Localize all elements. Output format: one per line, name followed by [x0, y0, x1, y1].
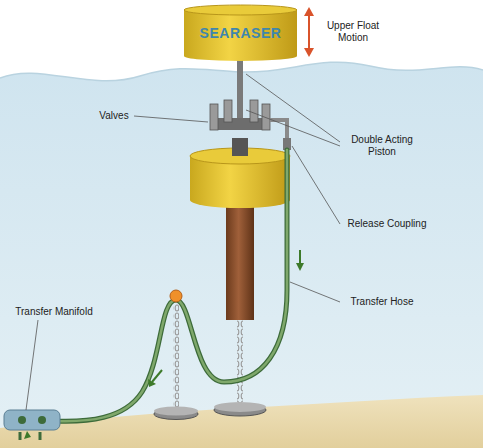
part-label: Transfer Hose [342, 296, 422, 308]
manifold-port [18, 416, 26, 424]
anchor-chain [173, 304, 179, 408]
part-label: Upper Float Motion [318, 20, 388, 44]
leader-line [134, 116, 208, 122]
leader-line [290, 282, 340, 302]
valve-block [212, 118, 268, 130]
part-label: Double Acting Piston [342, 134, 422, 158]
part-label: Transfer Manifold [4, 306, 104, 318]
transfer-hose-highlight [56, 150, 287, 421]
piston-rod [237, 58, 243, 128]
pump-column [226, 200, 254, 320]
motion-arrow [304, 48, 314, 57]
part-label: Release Coupling [342, 218, 432, 230]
part-label: Valves [94, 110, 134, 122]
float-body [184, 10, 297, 61]
flow-arrow [148, 379, 156, 387]
leader-line [246, 74, 340, 142]
manifold-pipe [19, 432, 22, 440]
leader-line [26, 320, 38, 410]
flow-arrow [296, 263, 304, 271]
leader-line [246, 110, 340, 146]
hose-buoy [170, 290, 182, 302]
outlet-pipe [270, 120, 287, 140]
sea [0, 62, 483, 448]
transfer-manifold [4, 410, 60, 430]
valve [210, 104, 218, 130]
manifold-pipe [39, 432, 42, 440]
flow-arrow [24, 431, 31, 439]
float-top [184, 5, 297, 15]
anchor-weight [214, 402, 266, 412]
motion-arrow [308, 14, 310, 50]
cylinder-head [232, 138, 248, 156]
brand-name: SEARASER [183, 25, 298, 41]
valve [250, 100, 258, 122]
anchor-chain [237, 318, 243, 406]
transfer-hose [56, 150, 287, 421]
valve [224, 100, 232, 122]
upper-float: SEARASER [183, 4, 298, 62]
flow-arrow [152, 370, 162, 382]
motion-arrow [304, 7, 314, 16]
anchor-weight [154, 407, 198, 416]
manifold-port [38, 416, 46, 424]
leader-line [292, 146, 340, 224]
